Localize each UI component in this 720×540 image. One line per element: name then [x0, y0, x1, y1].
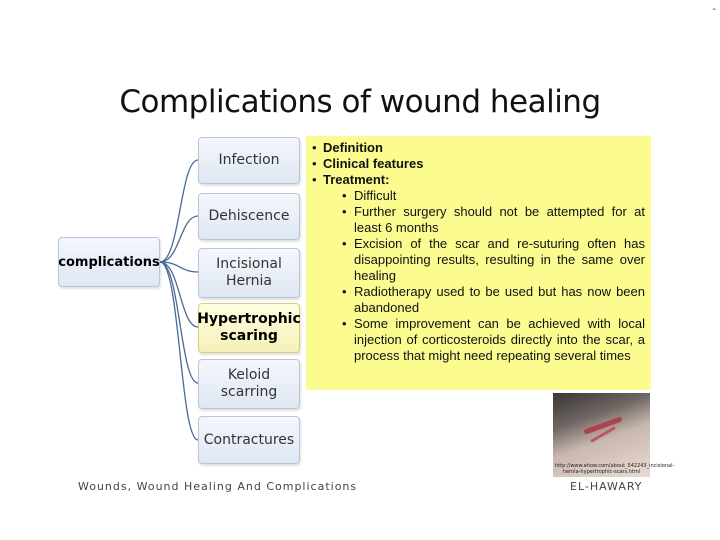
scar-photo: http://www.ehow.com/about_542243_incisio…	[553, 393, 675, 477]
treatment-item: Some improvement can be achieved with lo…	[312, 316, 645, 364]
connector-infection	[159, 159, 199, 263]
node-dehiscence: Dehiscence	[198, 193, 300, 240]
node-infection: Infection	[198, 137, 300, 184]
treatment-item: Further surgery should not be attempted …	[312, 204, 645, 236]
node-hypertrophic-scaring: Hypertrophic scaring	[197, 303, 301, 353]
treatment-item: Excision of the scar and re-suturing oft…	[312, 236, 645, 284]
footer-left: Wounds, Wound Healing And Complications	[78, 480, 358, 493]
slide-title: Complications of wound healing	[119, 84, 601, 120]
clinical-features-heading: Clinical features	[312, 156, 645, 172]
definition-heading: Definition	[312, 140, 645, 156]
connector-hypertrophic	[159, 261, 199, 328]
corner-mark: -	[712, 4, 716, 15]
node-contractures: Contractures	[198, 416, 300, 464]
details-panel: Definition Clinical features Treatment: …	[306, 136, 651, 390]
treatment-list: Difficult Further surgery should not be …	[312, 188, 645, 364]
treatment-heading: Treatment:	[312, 172, 645, 188]
footer-right: EL-HAWARY	[570, 480, 643, 493]
connector-dehiscence	[159, 215, 199, 263]
connector-contractures	[159, 261, 199, 441]
connector-incisional-hernia	[159, 261, 199, 273]
root-node-complications: complications	[58, 237, 160, 287]
treatment-item: Radiotherapy used to be used but has now…	[312, 284, 645, 316]
photo-caption: http://www.ehow.com/about_542243_incisio…	[555, 463, 675, 475]
treatment-item: Difficult	[312, 188, 645, 204]
node-incisional-hernia: Incisional Hernia	[198, 248, 300, 298]
connector-keloid	[159, 261, 199, 384]
node-keloid-scarring: Keloid scarring	[198, 359, 300, 409]
